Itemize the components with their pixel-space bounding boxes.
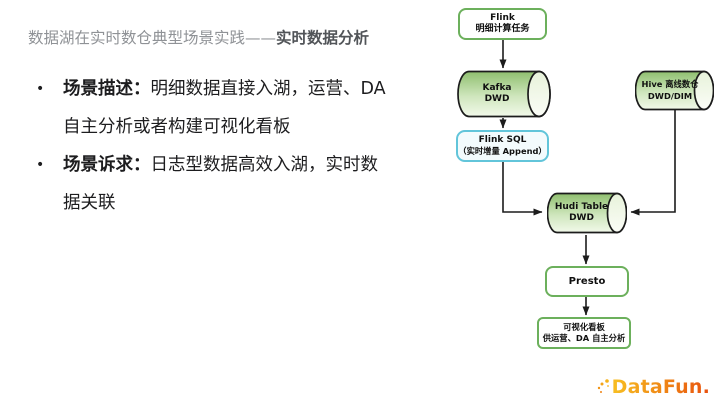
datafun-logo: DataFun. [596, 376, 710, 398]
node-label: DWD [569, 213, 594, 223]
node-label: Flink SQL [478, 134, 527, 145]
arrow-flinksql-to-hudi [502, 162, 543, 216]
dashboard-node: 可视化看板 供运营、DA 自主分析 [537, 317, 631, 349]
bullet-label: 场景诉求： [63, 155, 151, 175]
flink-task-node: Flink 明细计算任务 [458, 8, 547, 40]
node-text: Hudi Table DWD [547, 192, 627, 234]
node-label: Hive 离线数仓 [641, 79, 699, 89]
sparkle-icon [597, 379, 609, 393]
node-label: 供运营、DA 自主分析 [542, 333, 626, 343]
cylinder-shape [635, 70, 714, 111]
flink-sql-node: Flink SQL （实时增量 Append） [456, 130, 549, 162]
bullet-line: 据关联 [63, 193, 116, 213]
node-label: 明细计算任务 [475, 24, 530, 34]
node-label: Hudi Table [554, 201, 609, 212]
bullet-icon: • [36, 157, 45, 173]
hive-warehouse-node: Hive 离线数仓 DWD/DIM [635, 70, 714, 111]
kafka-dwd-node: Kafka DWD [457, 70, 551, 118]
title-highlight: 实时数据分析 [276, 29, 370, 47]
node-text: Hive 离线数仓 DWD/DIM [635, 70, 714, 111]
presto-node: Presto [545, 266, 629, 297]
logo-text: DataFun. [611, 376, 710, 398]
bullet-icon: • [36, 81, 45, 97]
bullet-label: 场景描述： [63, 79, 151, 99]
node-label: （实时增量 Append） [458, 146, 547, 156]
list-item: • 场景诉求：日志型数据高效入湖，实时数 据关联 [36, 146, 436, 222]
node-label: Presto [568, 275, 606, 287]
node-label: DWD/DIM [647, 90, 693, 101]
arrow-hive-to-hudi [630, 110, 676, 216]
bullet-line: 明细数据直接入湖，运营、DA [150, 79, 386, 99]
list-item: • 场景描述：明细数据直接入湖，运营、DA 自主分析或者构建可视化看板 [36, 70, 436, 146]
bullet-line: 日志型数据高效入湖，实时数 [150, 155, 379, 175]
bullet-list: • 场景描述：明细数据直接入湖，运营、DA 自主分析或者构建可视化看板 • 场景… [36, 70, 436, 222]
bullet-text: 场景描述：明细数据直接入湖，运营、DA 自主分析或者构建可视化看板 [63, 70, 386, 146]
node-label: DWD [484, 94, 510, 104]
node-text: Kafka DWD [457, 70, 551, 118]
cylinder-shape [547, 192, 627, 234]
bullet-line: 自主分析或者构建可视化看板 [63, 117, 291, 137]
title-prefix: 数据湖在实时数仓典型场景实践—— [28, 29, 277, 47]
node-label: Flink [490, 12, 515, 23]
node-label: Kafka [482, 82, 512, 93]
cylinder-shape [457, 70, 551, 118]
node-label: 可视化看板 [563, 321, 605, 332]
bullet-text: 场景诉求：日志型数据高效入湖，实时数 据关联 [63, 146, 378, 222]
hudi-table-node: Hudi Table DWD [547, 192, 627, 234]
page-title: 数据湖在实时数仓典型场景实践——实时数据分析 [28, 26, 369, 48]
